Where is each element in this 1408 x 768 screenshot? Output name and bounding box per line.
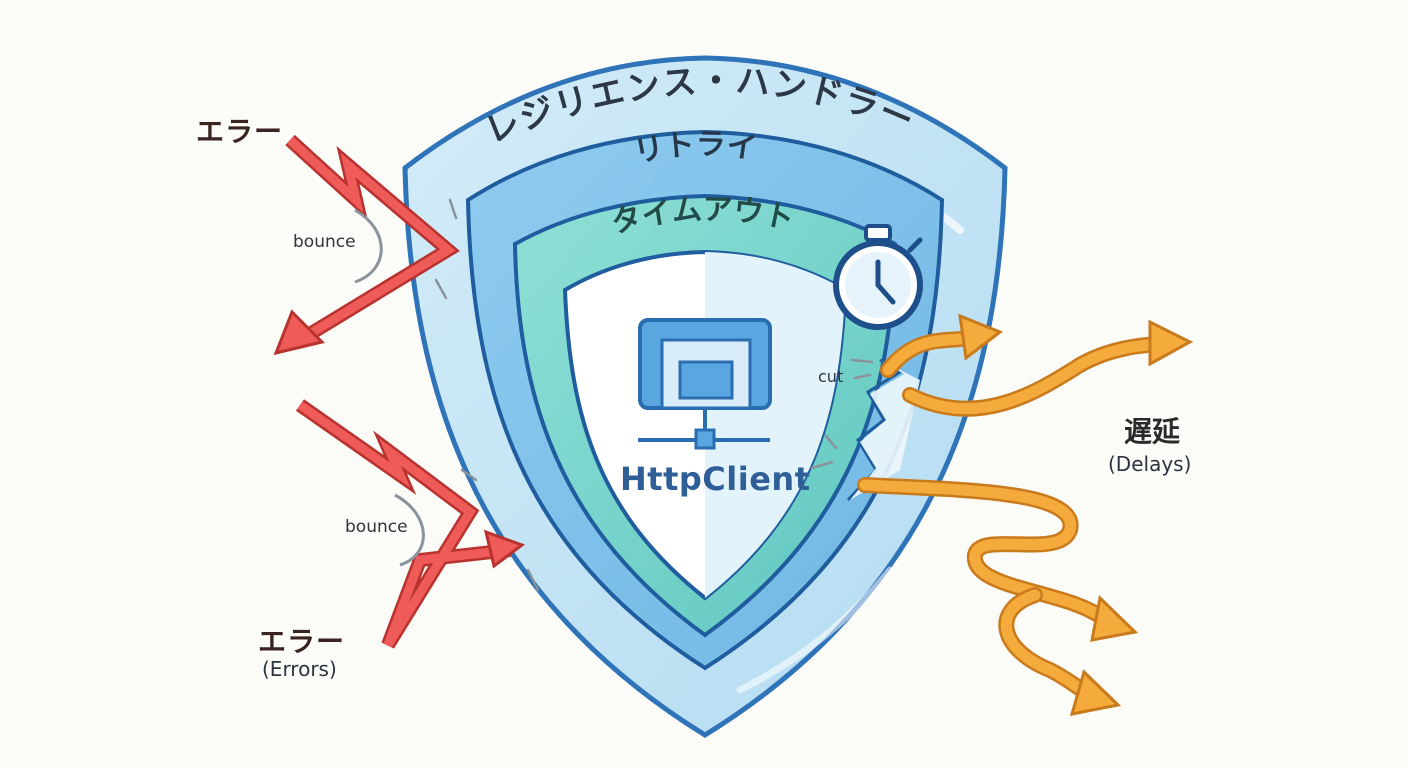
error-arrow-bottom (295, 399, 526, 649)
delay-arrow-mid (902, 319, 1194, 417)
delays-label: 遅延 (1124, 415, 1181, 448)
bounce-arc-top (354, 208, 383, 284)
bounce-bottom-label: bounce (345, 517, 408, 537)
delay-arrow-bottom (857, 477, 1139, 716)
cut-label: cut (818, 367, 844, 386)
core-label: HttpClient (620, 460, 811, 498)
stopwatch-icon (833, 224, 923, 330)
error-arrow-top (273, 134, 460, 356)
bounce-arc-bottom (394, 493, 425, 567)
delay-arrow-top (880, 313, 1004, 378)
network-server-icon (638, 318, 772, 450)
errors-bottom-label: エラー (258, 625, 346, 658)
bounce-top-label: bounce (293, 232, 356, 252)
errors-bottom-sub: (Errors) (262, 657, 337, 681)
delays-sub: (Delays) (1108, 452, 1192, 476)
errors-top-label: エラー (196, 115, 284, 148)
